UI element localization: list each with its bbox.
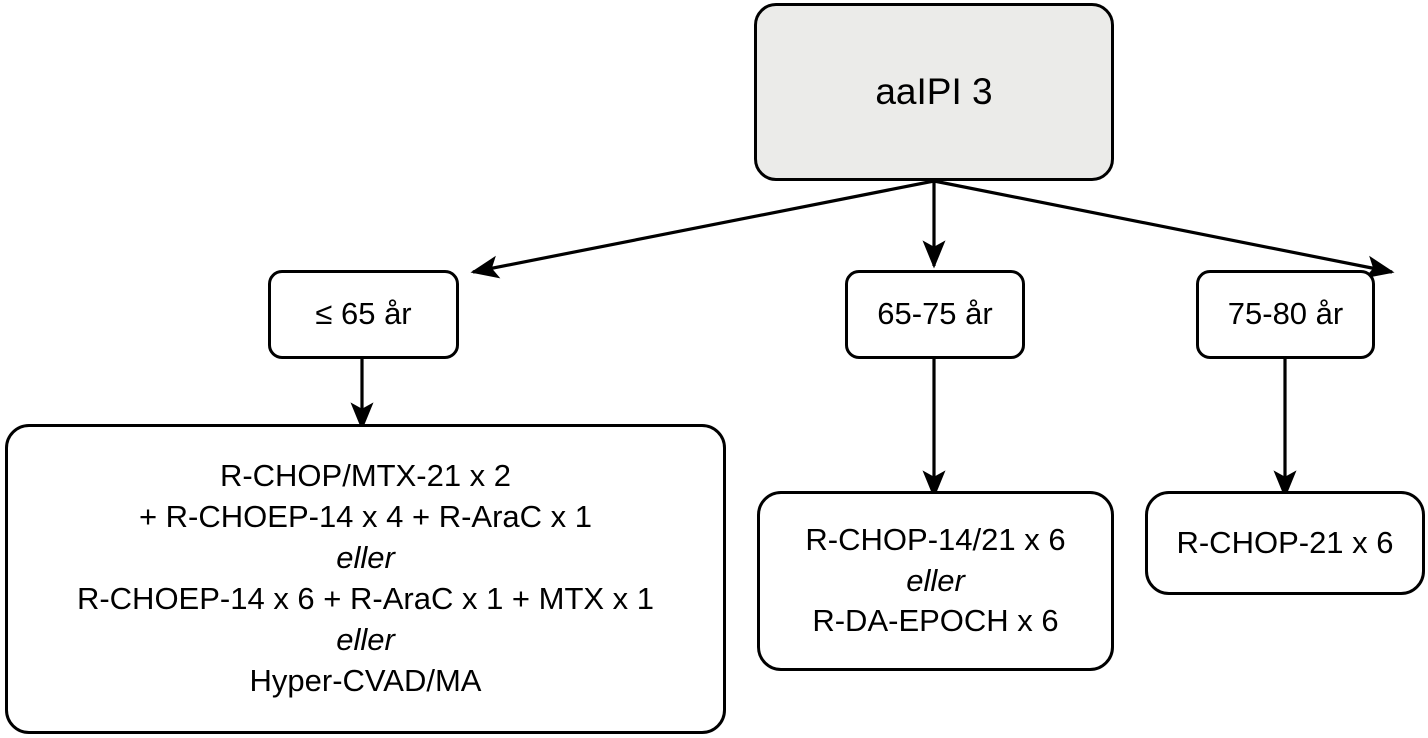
node-root-aaipi3[interactable]: aaIPI 3 — [754, 3, 1114, 181]
node-age-75-80[interactable]: 75-80 år — [1196, 270, 1375, 359]
treatment-line: R-DA-EPOCH x 6 — [812, 603, 1059, 639]
treatment-line: + R-CHOEP-14 x 4 + R-AraC x 1 — [138, 499, 593, 535]
node-age-75-80-label: 75-80 år — [1227, 296, 1344, 332]
node-root-label: aaIPI 3 — [875, 70, 993, 112]
node-age-le-65-label: ≤ 65 år — [315, 296, 412, 332]
treatment-line: Hyper-CVAD/MA — [249, 662, 482, 698]
treatment-le-65-lines: R-CHOP/MTX-21 x 2 + R-CHOEP-14 x 4 + R-Ar… — [18, 456, 713, 701]
node-age-le-65[interactable]: ≤ 65 år — [268, 270, 459, 359]
treatment-line: R-CHOEP-14 x 6 + R-AraC x 1 + MTX x 1 — [76, 581, 655, 616]
treatment-line: eller — [906, 562, 965, 598]
treatment-line: R-CHOP/MTX-21 x 2 — [219, 458, 512, 494]
edge-root-to-le-65 — [470, 179, 935, 279]
treatment-line: eller — [336, 621, 395, 657]
node-treatment-75-80[interactable]: R-CHOP-21 x 6 — [1145, 491, 1425, 595]
node-age-65-75-label: 65-75 år — [877, 296, 993, 332]
node-treatment-le-65[interactable]: R-CHOP/MTX-21 x 2 + R-CHOEP-14 x 4 + R-Ar… — [5, 424, 726, 734]
treatment-line: R-CHOP-14/21 x 6 — [805, 521, 1066, 557]
node-age-65-75[interactable]: 65-75 år — [845, 270, 1025, 359]
edge-root-to-75-80 — [933, 179, 1395, 279]
treatment-75-80-lines: R-CHOP-21 x 6 — [1158, 523, 1412, 564]
treatment-line: R-CHOP-21 x 6 — [1176, 524, 1394, 560]
treatment-line: eller — [336, 540, 395, 576]
